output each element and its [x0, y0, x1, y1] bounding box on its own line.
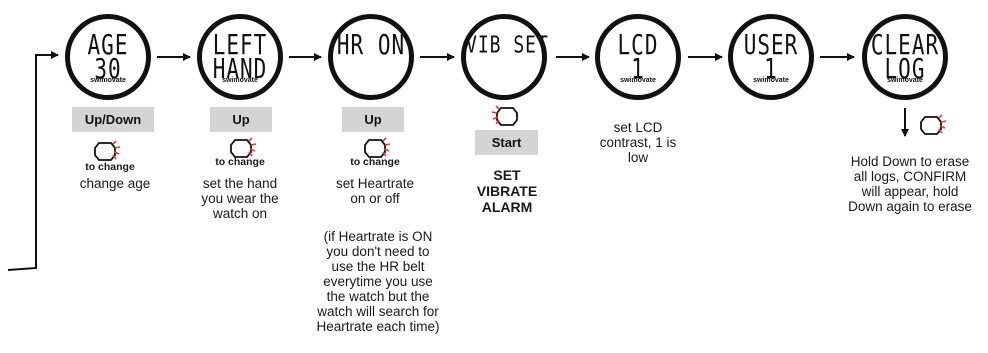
watch-face-clear-log: CLEAR LOG swimovate	[862, 14, 948, 100]
watch-face-lcd: LCD 1 swimovate	[595, 14, 681, 100]
caption-line: on or off	[350, 191, 400, 206]
caption-line: set Heartrate	[335, 176, 415, 191]
step-caption: set LCD contrast, 1 is low	[583, 120, 693, 165]
caption-line: ALARM	[481, 199, 533, 215]
watch-face-vibrate: VIB SET	[461, 14, 549, 100]
note-line: everytime you use	[323, 274, 433, 289]
caption-line: Down again to erase	[848, 199, 972, 214]
lcd-line-1: HR ON	[336, 29, 406, 61]
watch-face-age: AGE 30 swimovate	[65, 14, 151, 100]
up-button-label: Up	[210, 107, 272, 132]
note-line: (if Heartrate is ON	[323, 229, 433, 244]
caption-line: low	[627, 150, 649, 165]
brand-label: swimovate	[620, 77, 656, 84]
step-caption: SET VIBRATE ALARM	[457, 167, 557, 215]
watch-face-user: USER 1 swimovate	[728, 14, 814, 100]
watch-face-hr: HR ON	[328, 14, 414, 100]
caption-line: all logs, CONFIRM	[853, 169, 967, 184]
button-text: Up	[364, 112, 382, 127]
button-press-icon	[94, 140, 121, 161]
lcd-line-1: LEFT	[212, 29, 268, 61]
brand-label: swimovate	[753, 77, 789, 84]
lcd-line-1: VIB SET	[466, 31, 549, 60]
up-down-button-label: Up/Down	[72, 107, 154, 132]
brand-label: swimovate	[90, 77, 126, 84]
loop-back-line	[7, 51, 59, 271]
button-text: Up	[232, 112, 250, 127]
step-caption: set the hand you wear the watch on	[180, 176, 300, 221]
note-line: watch will search for	[317, 304, 439, 319]
start-button-label: Start	[475, 130, 538, 155]
caption-line: change age	[79, 176, 151, 191]
caption-line: VIBRATE	[476, 183, 538, 199]
button-press-icon	[230, 137, 257, 158]
brand-label: swimovate	[887, 77, 923, 84]
brand-label: swimovate	[222, 77, 258, 84]
lcd-line-2: 1	[764, 53, 778, 85]
lcd-line-2: HAND	[212, 53, 268, 85]
lcd-line-2: 30	[94, 53, 122, 85]
button-text: Start	[491, 135, 522, 150]
button-press-icon	[491, 105, 518, 126]
button-press-icon	[364, 137, 391, 158]
button-text: Up/Down	[84, 112, 142, 127]
note-line: the watch but the	[326, 289, 430, 304]
heartrate-note: (if Heartrate is ON you don't need to us…	[298, 229, 458, 334]
lcd-line-1: LCD	[617, 29, 659, 61]
to-change-hint: to change	[350, 156, 400, 168]
caption-line: set the hand	[202, 176, 278, 191]
lcd-line-2: 1	[631, 53, 645, 85]
caption-line: watch on	[212, 206, 268, 221]
lcd-line-1: USER	[743, 29, 799, 61]
caption-line: contrast, 1 is	[599, 135, 677, 150]
to-change-hint: to change	[215, 156, 265, 168]
step-caption: Hold Down to erase all logs, CONFIRM wil…	[835, 154, 985, 214]
caption-line: will appear, hold	[861, 184, 959, 199]
caption-line: SET	[493, 167, 521, 183]
up-button-label: Up	[342, 107, 404, 132]
to-change-hint: to change	[85, 161, 135, 173]
note-line: Heartrate each time)	[316, 319, 440, 334]
note-line: you don't need to	[326, 244, 430, 259]
lcd-line-2: LOG	[884, 53, 926, 85]
lcd-line-1: AGE	[87, 29, 129, 61]
note-line: use the HR belt	[331, 259, 425, 274]
button-press-icon	[920, 114, 947, 135]
watch-face-hand: LEFT HAND swimovate	[197, 14, 283, 100]
step-caption: set Heartrate on or off	[315, 176, 435, 206]
step-caption: change age	[60, 176, 170, 191]
caption-line: Hold Down to erase	[850, 154, 970, 169]
caption-line: set LCD	[613, 120, 663, 135]
caption-line: you wear the	[201, 191, 279, 206]
lcd-line-1: CLEAR	[870, 29, 940, 61]
